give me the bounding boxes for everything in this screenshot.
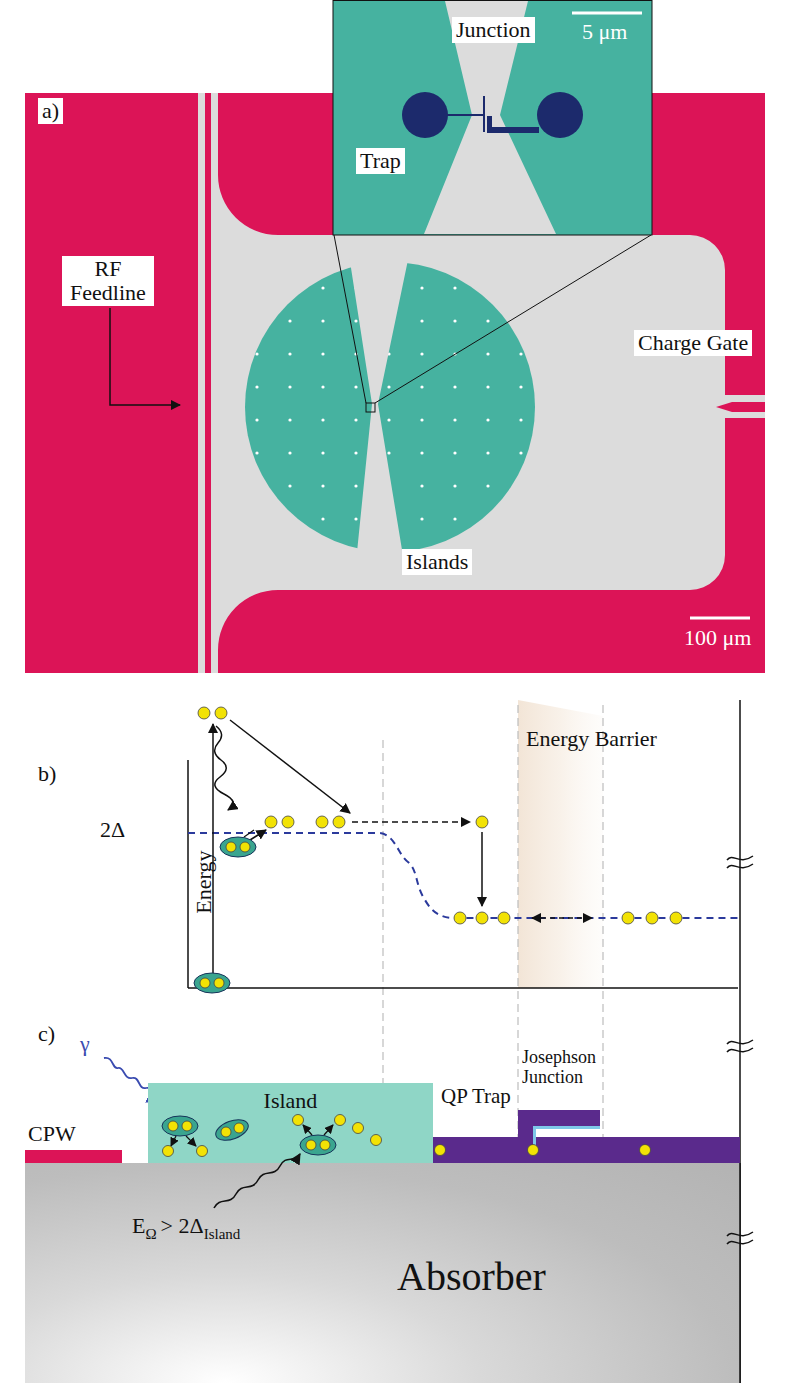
node-fill [533, 1126, 600, 1129]
zoom-box [366, 403, 375, 412]
feedline-gap [198, 93, 205, 673]
node-label: Josephson Junction [518, 1048, 618, 1088]
cooper-pair [162, 1116, 336, 1155]
leader-arrow [110, 308, 180, 405]
part-label: Charge Gate [634, 330, 752, 356]
axis [188, 987, 738, 989]
arrow [171, 1125, 333, 1146]
cpw-line: CPW [25, 1122, 122, 1163]
photon-symbol: γ [80, 1032, 90, 1056]
arrow [352, 821, 470, 823]
panel-letter: c) [38, 1022, 55, 1046]
gap-profile [188, 833, 738, 918]
panel-letter: a) [38, 98, 63, 124]
island-box: Island [148, 1083, 433, 1163]
break-mark [727, 1232, 753, 1244]
axis-title: Energy [193, 850, 217, 913]
part-label: RF Feedline [62, 256, 154, 306]
cut-line [739, 1163, 741, 1383]
panel-letter: b) [38, 762, 56, 786]
arrow [230, 720, 350, 813]
node-label: Island [148, 1083, 433, 1113]
quasiparticles [198, 707, 682, 924]
junction-lead [487, 127, 539, 133]
island-gap [349, 255, 409, 562]
axis [187, 760, 189, 988]
zoom-line [334, 235, 366, 403]
formula-part: > 2Δ [161, 1213, 204, 1238]
formula-subscript: Island [204, 1226, 241, 1242]
scale-text: 100 μm [684, 626, 751, 650]
zoom-line [375, 235, 651, 403]
junction-lead [446, 114, 484, 116]
quasiparticles [163, 1115, 651, 1157]
node-label: CPW [25, 1122, 122, 1146]
formula-subscript: Ω [145, 1226, 156, 1242]
node-fill [518, 1110, 533, 1138]
arrow [244, 830, 254, 837]
charge-gate-line [716, 402, 765, 412]
node-fill [385, 1137, 740, 1163]
absorber-block: Absorber [25, 1163, 740, 1383]
junction-lead [483, 96, 485, 132]
energy-level: 2Δ [100, 818, 125, 842]
inset-label: Junction [452, 17, 535, 43]
scale-bar [690, 617, 750, 620]
region-label: Energy Barrier [526, 727, 657, 751]
wavy-arrow [215, 726, 234, 810]
arrow [532, 917, 592, 919]
phonon-arrow [214, 1154, 300, 1208]
node-label: Absorber [397, 1255, 546, 1299]
formula-part: E [132, 1213, 145, 1238]
part-label: Islands [402, 549, 472, 575]
formula: EΩ > 2ΔIsland [132, 1214, 244, 1243]
scale-text: 5 μm [582, 20, 627, 44]
trap-pad [537, 92, 583, 138]
node-label: QP Trap [385, 1085, 740, 1108]
trap-pad [402, 92, 448, 138]
inset-frame [333, 1, 652, 236]
break-mark [727, 856, 753, 1052]
node-fill [25, 1150, 122, 1163]
josephson-junction: Josephson Junction [518, 1048, 618, 1163]
inset-label: Trap [356, 148, 405, 174]
arrow [481, 832, 483, 906]
node-fill [533, 1126, 536, 1152]
scale-bar [572, 12, 642, 15]
